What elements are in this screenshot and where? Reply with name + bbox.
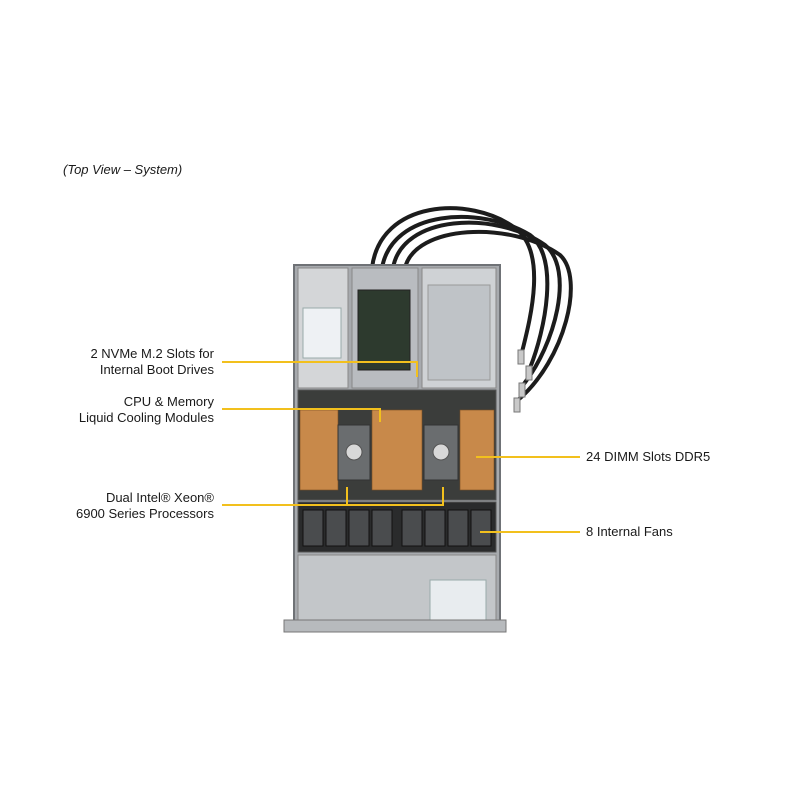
callout-processors-line-2: 6900 Series Processors xyxy=(75,506,214,521)
callout-internal-fans: 8 Internal Fans xyxy=(586,524,673,540)
callout-line-processors xyxy=(222,504,444,506)
callout-cooling-line-2: Liquid Cooling Modules xyxy=(78,410,214,425)
callout-fans-line-1: 8 Internal Fans xyxy=(586,524,673,539)
label-sticker xyxy=(302,307,342,359)
callout-line-dimm xyxy=(476,456,580,458)
callout-processors-line-1: Dual Intel® Xeon® xyxy=(105,490,214,505)
callout-line-fans xyxy=(480,531,580,533)
figure-caption: (Top View – System) xyxy=(63,162,183,177)
callout-nvme-line-1: 2 NVMe M.2 Slots for xyxy=(90,346,214,361)
front-bezel xyxy=(283,619,507,633)
cpu-cold-plates xyxy=(337,424,459,481)
fans xyxy=(302,509,492,547)
callout-cooling-line-1: CPU & Memory xyxy=(123,394,214,409)
callout-line-cooling-tick xyxy=(379,408,381,422)
cpu-pumps xyxy=(345,443,450,461)
callout-liquid-cooling: CPU & Memory Liquid Cooling Modules xyxy=(79,394,214,426)
callout-processors: Dual Intel® Xeon® 6900 Series Processors xyxy=(76,490,214,522)
hose-4 xyxy=(403,229,573,402)
callout-nvme-slots: 2 NVMe M.2 Slots for Internal Boot Drive… xyxy=(90,346,214,378)
callout-line-cooling xyxy=(222,408,380,410)
hose-connectors xyxy=(513,349,533,413)
callout-line-processors-tick-1 xyxy=(346,487,348,505)
liquid-cooling-hoses xyxy=(370,206,573,402)
dimm-banks xyxy=(299,409,495,491)
callout-dimm-slots: 24 DIMM Slots DDR5 xyxy=(586,449,710,465)
callout-line-nvme xyxy=(222,361,417,363)
callout-dimm-line-1: 24 DIMM Slots DDR5 xyxy=(586,449,711,464)
callout-line-nvme-tick xyxy=(416,361,418,377)
psu-right-inner xyxy=(427,284,491,381)
riser-card xyxy=(357,289,411,371)
callout-nvme-line-2: Internal Boot Drives xyxy=(99,362,214,377)
service-label xyxy=(429,579,487,621)
callout-line-processors-tick-2 xyxy=(442,487,444,505)
